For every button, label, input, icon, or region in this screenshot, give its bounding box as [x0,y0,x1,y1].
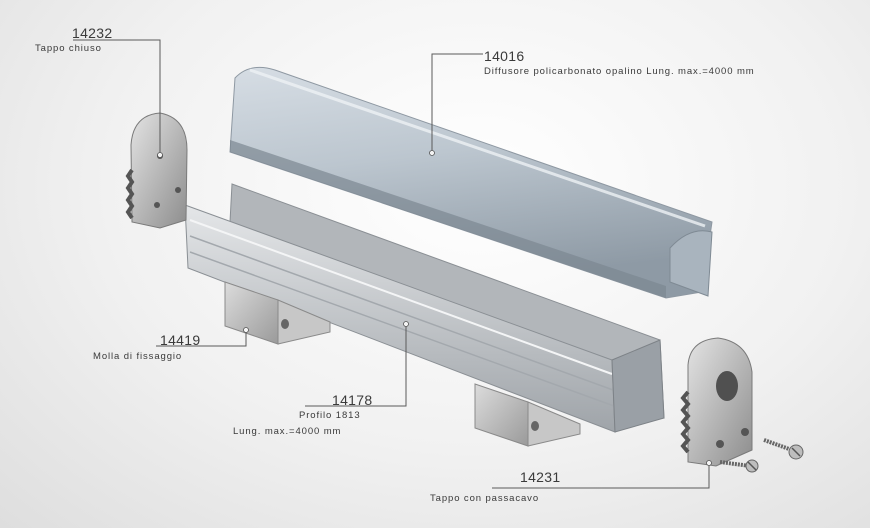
part-code-14419: 14419 [160,332,201,348]
part-desc-14232: Tappo chiuso [35,43,102,54]
part-code-14232: 14232 [72,25,113,41]
part-desc-14178-a: Profilo 1813 [299,410,361,421]
spring-clip-part [224,281,581,447]
leader-lines [73,39,710,489]
profile-part [184,183,665,433]
screw-icon [719,438,804,473]
part-code-14178: 14178 [332,392,373,408]
end-cap-closed-part [125,112,188,229]
end-cap-cable-part [680,337,753,467]
part-desc-14231: Tappo con passacavo [430,493,539,504]
part-code-14231: 14231 [520,469,561,485]
part-code-14016: 14016 [484,48,525,64]
diffuser-part [229,66,713,299]
part-desc-14016: Diffusore policarbonato opalino Lung. ma… [484,66,755,77]
leader-dots [157,150,712,466]
part-desc-14419: Molla di fissaggio [93,351,183,362]
part-desc-14178-b: Lung. max.=4000 mm [233,426,342,437]
